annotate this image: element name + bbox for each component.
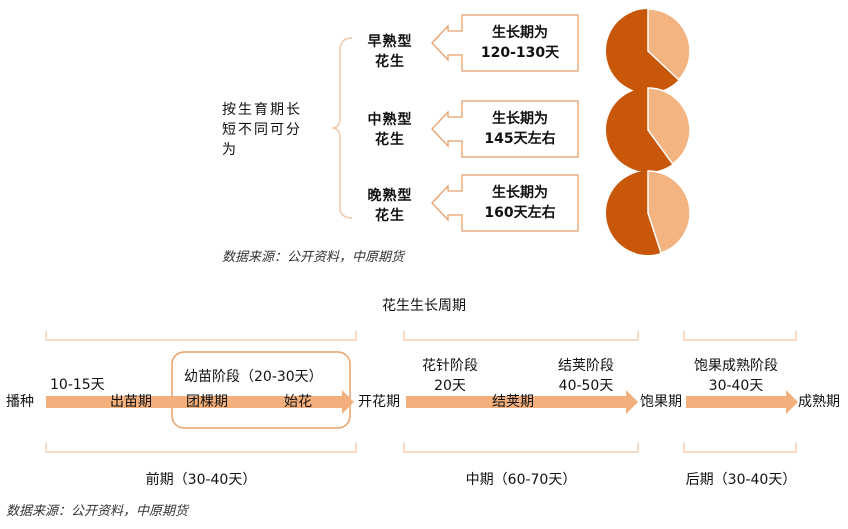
type-name-line: 花生 (375, 54, 405, 70)
root-label: 按生育期长 短不同可分 为 (222, 100, 302, 160)
type-name-late: 晚熟型 花生 (360, 186, 420, 226)
pie-chart-mid (606, 87, 691, 172)
source-note-top: 数据来源：公开资料，中原期货 (222, 250, 405, 265)
type-name-line: 花生 (375, 208, 405, 224)
type-name-line: 早熟型 (367, 34, 413, 50)
label-first-flower: 始花 (284, 394, 312, 410)
seedling-stage-box (171, 351, 351, 429)
pie-slice-light (647, 170, 691, 254)
label-pegging-stage: 花针阶段 20天 (412, 356, 488, 396)
phase-label-late: 后期（30-40天） (685, 472, 797, 488)
period-text-early: 生长期为 120-130天 (462, 23, 578, 63)
pie-slice-light (647, 87, 691, 166)
label-ripening-stage: 饱果成熟阶段 30-40天 (684, 356, 788, 396)
period-box-3 (431, 174, 579, 232)
type-name-line: 中熟型 (367, 112, 413, 128)
root-label-line: 按生育期长 (222, 102, 302, 118)
type-name-mid: 中熟型 花生 (360, 110, 420, 150)
phase-bracket-late (683, 331, 797, 341)
source-note-bottom: 数据来源：公开资料，中原期货 (6, 504, 189, 519)
type-name-early: 早熟型 花生 (360, 32, 420, 72)
phase-label-mid: 中期（60-70天） (465, 472, 577, 488)
arrow-mid (406, 396, 626, 408)
period-line: 生长期为 (492, 111, 548, 127)
label-seedling-stage: 幼苗阶段（20-30天） (184, 369, 323, 385)
label-line: 20天 (434, 378, 466, 394)
pie-chart-early (606, 8, 691, 93)
node-pod-filling: 饱果期 (640, 394, 682, 410)
period-text-mid: 生长期为 145天左右 (462, 109, 578, 149)
phase-bracket-early (45, 331, 357, 341)
arrow-early (46, 396, 342, 408)
phase-bracket-late-bottom (683, 442, 797, 453)
phase-bracket-mid (403, 331, 639, 341)
root-label-line: 为 (222, 142, 238, 158)
label-emergence: 出苗期 (110, 394, 152, 410)
period-line: 生长期为 (492, 25, 548, 41)
node-sowing: 播种 (6, 394, 34, 410)
label-podding-stage: 结荚阶段 40-50天 (548, 356, 624, 396)
period-line: 160天左右 (484, 205, 556, 221)
label-line: 40-50天 (558, 378, 614, 394)
type-name-line: 花生 (375, 132, 405, 148)
label-line: 30-40天 (708, 378, 764, 394)
pie-chart-late (606, 170, 691, 255)
node-flowering: 开花期 (358, 394, 400, 410)
label-podding: 结荚期 (492, 394, 534, 410)
root-label-line: 短不同可分 (222, 122, 302, 138)
phase-label-early: 前期（30-40天） (145, 472, 257, 488)
label-branching: 团棵期 (186, 394, 228, 410)
period-box-2 (431, 100, 579, 158)
pie-slice-light (647, 8, 691, 81)
label-line: 花针阶段 (422, 358, 478, 374)
timeline-title: 花生生长周期 (382, 298, 466, 314)
root-bracket (331, 37, 353, 219)
period-box-1 (431, 14, 579, 72)
period-text-late: 生长期为 160天左右 (462, 183, 578, 223)
label-line: 饱果成熟阶段 (694, 358, 778, 374)
period-line: 145天左右 (484, 131, 556, 147)
period-line: 生长期为 (492, 185, 548, 201)
arrow-late (686, 396, 786, 408)
label-days-emergence: 10-15天 (50, 377, 105, 393)
type-name-line: 晚熟型 (367, 188, 413, 204)
node-maturity: 成熟期 (798, 394, 840, 410)
phase-bracket-mid-bottom (403, 442, 639, 453)
phase-bracket-early-bottom (45, 442, 357, 453)
label-line: 结荚阶段 (558, 358, 614, 374)
period-line: 120-130天 (480, 45, 560, 61)
